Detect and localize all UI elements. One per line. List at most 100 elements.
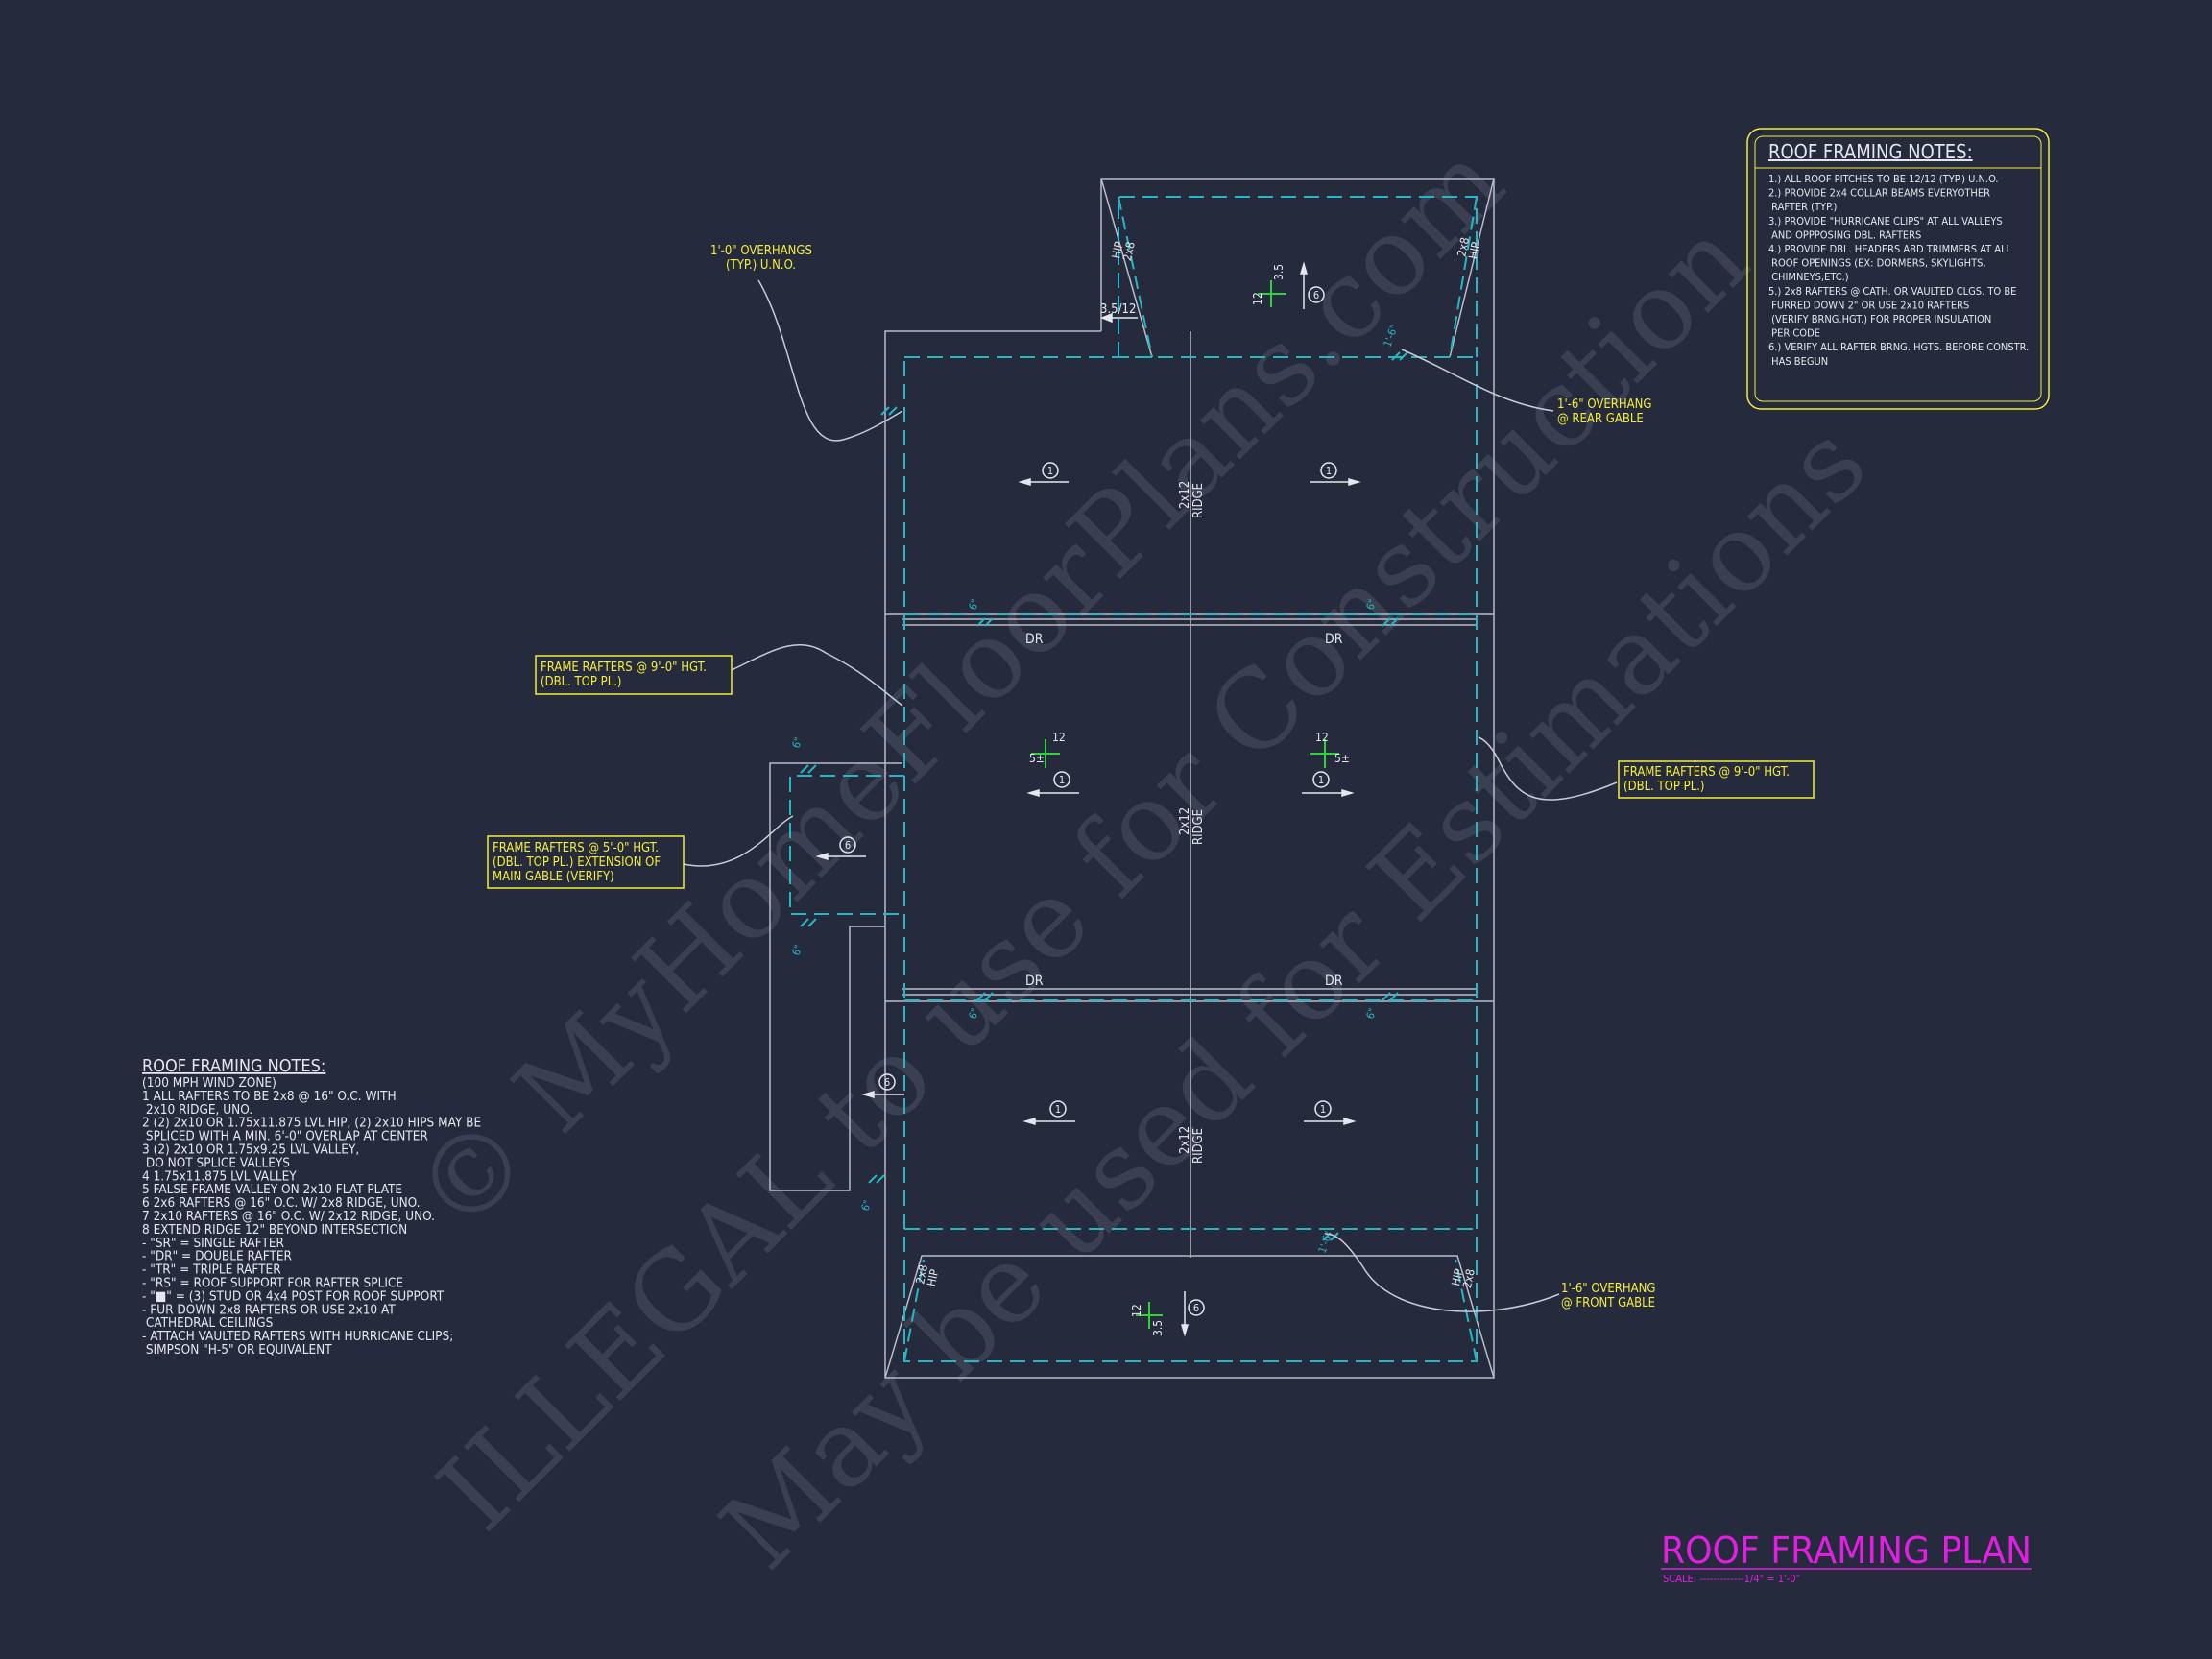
hip-dashed [903,196,1478,1362]
legend-line: CATHEDRAL CEILINGS [142,1315,274,1331]
slope-arrow [1099,312,1138,324]
marker-number: 6 [1193,1302,1199,1314]
legend-line: (100 MPH WIND ZONE) [142,1075,276,1091]
hip-size: 2x8 [913,1263,930,1286]
dim-6in: 6" [1364,1006,1380,1021]
dr-label: DR [1325,632,1343,647]
marker-number: 6 [845,839,851,852]
hip-label: HIP [1109,240,1125,260]
dr-label: DR [1025,632,1044,647]
marker-number: 1 [1326,465,1332,477]
slope-label: 3.5/12 [1100,302,1136,317]
pitch-rise: 12 [1052,731,1066,744]
notes_box-line: FURRED DOWN 2" OR USE 2x10 RAFTERS [1768,299,1969,311]
notes_box-line: RAFTER (TYP.) [1768,201,1837,213]
notes_box-line: ROOF OPENINGS (EX: DORMERS, SKYLIGHTS, [1768,257,1986,270]
notes_box-line: AND OPPPOSING DBL. RAFTERS [1768,228,1921,241]
double-rafter-bands [902,618,1477,996]
dimension-labels: 6" 6" 6" 6" 6" 6" 6" 1'-6" 1'-6" [790,324,1401,1255]
legend-line: 4 1.75x11.875 LVL VALLEY [142,1168,297,1184]
notes_box-line: 5.) 2x8 RAFTERS @ CATH. OR VAULTED CLGS.… [1768,285,2016,298]
pitch-symbols [1031,280,1339,1329]
legend-line: 2x10 RIDGE, UNO. [142,1102,252,1118]
marker-circle [1312,771,1330,788]
boxed-callout-frame-5: FRAME RAFTERS @ 5'-0" HGT. (DBL. TOP PL.… [487,835,685,889]
callout-overhangs-typ: 1'-0" OVERHANGS (TYP.) U.N.O. [710,244,816,273]
marker-number: 6 [884,1076,890,1089]
legend-line: - "TR" = TRIPLE RAFTER [142,1262,281,1278]
rafter-markers [815,261,1361,1337]
ridge-label: RIDGE [1191,809,1206,845]
marker-number: 1 [1055,1103,1061,1116]
leader-lines [683,279,1618,1312]
pitch-rise: 12 [1251,292,1264,305]
notes_box-line: 2.) PROVIDE 2x4 COLLAR BEAMS EVERYOTHER [1768,187,1990,200]
legend-line: - "DR" = DOUBLE RAFTER [142,1249,293,1264]
pitch-run: 3.5 [1151,1320,1165,1336]
marker-circle [1049,1100,1067,1118]
pitch-rise: 12 [1130,1304,1143,1317]
marker-number: 1 [1318,774,1324,786]
plan-title: ROOF FRAMING PLAN [1661,1529,2032,1572]
marker-circle [878,1073,896,1091]
ridge-size: 2x12 [1178,481,1192,509]
legend-line: - "SR" = SINGLE RAFTER [142,1236,285,1251]
boxed-callout-frame-9-left: FRAME RAFTERS @ 9'-0" HGT. (DBL. TOP PL.… [535,655,733,695]
legend-line: SPLICED WITH A MIN. 6'-0" OVERLAP AT CEN… [142,1129,428,1144]
notes_box-line: 3.) PROVIDE "HURRICANE CLIPS" AT ALL VAL… [1768,215,2003,228]
legend-title: ROOF FRAMING NOTES: [142,1056,325,1076]
ridge-label: RIDGE [1191,483,1206,518]
legend-line: 1 ALL RAFTERS TO BE 2x8 @ 16" O.C. WITH [142,1089,397,1104]
pitch-run: 5± [1334,752,1350,765]
marker-number: 6 [1313,289,1319,301]
legend-line: - "RS" = ROOF SUPPORT FOR RAFTER SPLICE [142,1276,403,1291]
dim-6in: 6" [790,943,805,957]
watermark-line-3: May be used for Estimations [698,400,1890,1593]
legend-line: - FUR DOWN 2x8 RAFTERS OR USE 2x10 AT [142,1302,396,1317]
legend-line: SIMPSON "H-5" OR EQUIVALENT [142,1342,332,1358]
dim-6in: 6" [967,597,982,612]
marker-number: 1 [1320,1103,1326,1116]
svg-text:FRAME RAFTERS @ 9'-0" HGT.: FRAME RAFTERS @ 9'-0" HGT. (DBL. TOP PL.… [541,661,710,689]
notes_box-line: HAS BEGUN [1768,355,1828,368]
ridge-label: RIDGE [1191,1128,1206,1164]
pitch-run: 5± [1029,752,1045,765]
marker-circle [1314,1100,1332,1118]
dim-6in: 6" [790,735,805,750]
hip-size: 2x8 [1120,240,1138,262]
callout-front-gable: 1'-6" OVERHANG @ FRONT GABLE [1561,1282,1659,1310]
plan-scale: SCALE: -------------1/4" = 1'-0" [1663,1573,1800,1585]
notes_box-line: 4.) PROVIDE DBL. HEADERS ABD TRIMMERS AT… [1768,243,2012,255]
callout-rear-gable: 1'-6" OVERHANG @ REAR GABLE [1557,397,1655,426]
legend-line: 7 2x10 RAFTERS @ 16" O.C. W/ 2x12 RIDGE,… [142,1209,435,1224]
legend-line: 5 FALSE FRAME VALLEY ON 2x10 FLAT PLATE [142,1182,402,1197]
hip-size: 2x8 [1455,236,1472,258]
hip-size: 2x8 [1460,1267,1478,1289]
legend-line: 8 EXTEND RIDGE 12" BEYOND INTERSECTION [142,1222,407,1238]
marker-numbers: 1 1 1 1 1 1 6 6 6 6 [845,289,1332,1314]
notes_box-line: PER CODE [1768,327,1820,340]
pitch-rise: 12 [1315,731,1329,744]
legend-line: - "■" = (3) STUD OR 4x4 POST FOR ROOF SU… [142,1288,445,1304]
dim-6in: 6" [1364,597,1380,612]
dim-6in: 6" [967,1006,982,1021]
marker-circle [1320,462,1337,479]
legend-line: - ATTACH VAULTED RAFTERS WITH HURRICANE … [142,1329,453,1344]
marker-circle [839,836,856,854]
dr-label: DR [1325,974,1343,989]
legend-line: 2 (2) 2x10 OR 1.75x11.875 LVL HIP, (2) 2… [142,1116,481,1131]
notes_box-line: 1.) ALL ROOF PITCHES TO BE 12/12 (TYP.) … [1768,173,1999,185]
callouts: 1'-0" OVERHANGS (TYP.) U.N.O. 1'-6" OVER… [710,244,1659,1310]
marker-circle [1308,286,1325,303]
plan-title-block: ROOF FRAMING PLAN SCALE: -------------1/… [1661,1529,2032,1585]
boxed-callout-frame-9-right: FRAME RAFTERS @ 9'-0" HGT. (DBL. TOP PL.… [1618,760,1815,799]
dr-label: DR [1025,974,1044,989]
notes-box-title: ROOF FRAMING NOTES: [1768,140,1973,163]
marker-circle [1042,462,1059,479]
marker-number: 1 [1047,465,1053,477]
pitch-labels: 12 5± 12 5± 3.5 12 12 3.5 [1029,264,1350,1336]
notes_box-line: CHIMNEYS,ETC.) [1768,271,1849,283]
legend: ROOF FRAMING NOTES: (100 MPH WIND ZONE)1… [142,1056,481,1358]
dim-6in: 6" [859,1198,875,1213]
